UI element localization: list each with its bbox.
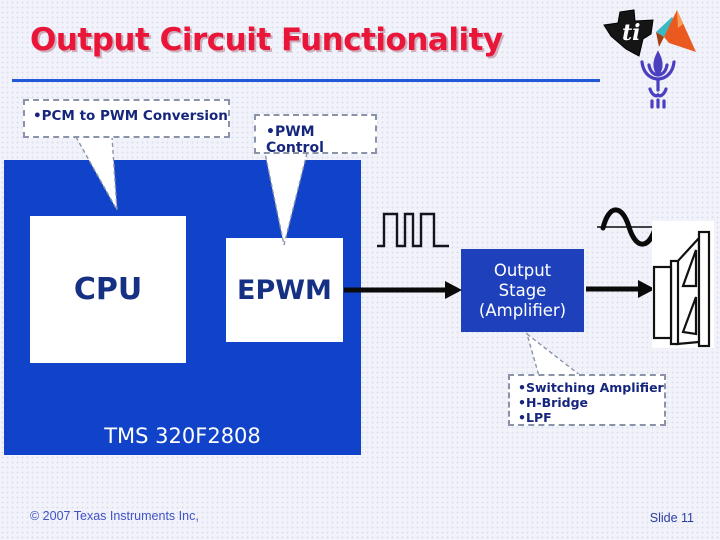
tau-logo <box>640 50 676 109</box>
callout-amp-line1: •Switching Amplifier <box>518 380 664 395</box>
page-title: Output Circuit Functionality <box>30 22 503 58</box>
logo-cluster: ti <box>603 9 696 109</box>
title-divider <box>12 79 600 82</box>
callout-amp-line3: •LPF <box>518 410 552 425</box>
callout-amp-line2: •H-Bridge <box>518 395 588 410</box>
callout-switching-amplifier: •Switching Amplifier •H-Bridge •LPF <box>508 374 666 426</box>
epwm-block: EPWM <box>226 238 343 342</box>
callout-pwm-label: •PWM Control <box>266 124 324 156</box>
chip-label: TMS 320F2808 <box>104 424 261 448</box>
callout-pcm-to-pwm: •PCM to PWM Conversion <box>23 99 230 138</box>
sine-wave-icon <box>597 207 664 247</box>
arrow-output-to-speaker <box>586 280 655 298</box>
cpu-label: CPU <box>73 272 143 307</box>
pwm-waveform-icon <box>377 212 449 248</box>
epwm-label: EPWM <box>237 274 332 306</box>
speaker-icon <box>652 221 714 348</box>
callout-tail-amp <box>525 332 584 377</box>
callout-pcm-label: •PCM to PWM Conversion <box>33 108 228 124</box>
output-stage-line2: Stage <box>498 280 547 300</box>
ti-logo: ti <box>603 9 654 57</box>
cpu-block: CPU <box>30 216 186 363</box>
output-stage-line3: (Amplifier) <box>478 300 567 320</box>
output-stage-block: Output Stage (Amplifier) <box>461 249 584 332</box>
matlab-logo <box>656 10 696 52</box>
output-stage-line1: Output <box>493 260 552 280</box>
callout-pwm-control: •PWM Control <box>254 114 377 156</box>
arrow-epwm-to-output <box>344 281 462 299</box>
svg-text:ti: ti <box>622 20 641 46</box>
copyright-text: © 2007 Texas Instruments Inc, <box>30 509 199 523</box>
slide-number: Slide 11 <box>649 511 694 525</box>
